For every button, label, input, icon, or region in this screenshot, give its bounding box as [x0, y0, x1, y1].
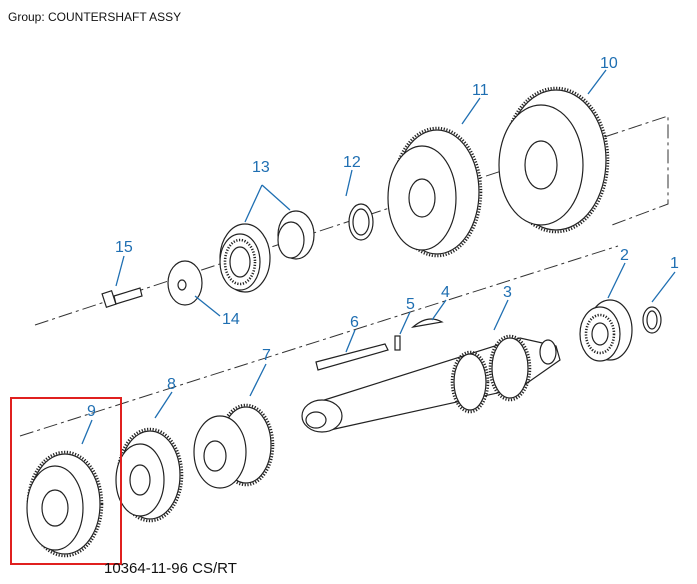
- callout-9[interactable]: 9: [87, 403, 96, 420]
- bolt-15[interactable]: [101, 287, 143, 308]
- bearing-2[interactable]: [579, 299, 633, 362]
- leader-7: [249, 363, 267, 397]
- leader-5: [399, 311, 411, 335]
- callout-14[interactable]: 14: [222, 311, 240, 328]
- leader-6: [345, 329, 356, 353]
- leader-2: [607, 262, 626, 299]
- gear-7[interactable]: [193, 403, 275, 489]
- leader-3: [493, 299, 509, 331]
- callout-3[interactable]: 3: [503, 284, 512, 301]
- countershaft-3[interactable]: [301, 334, 561, 433]
- callout-7[interactable]: 7: [262, 347, 271, 364]
- callout-15[interactable]: 15: [115, 239, 133, 256]
- leader-8: [154, 391, 173, 419]
- leader-1: [651, 271, 676, 303]
- key-4[interactable]: [410, 318, 444, 328]
- leader-10: [587, 69, 607, 95]
- selection-highlight: [10, 397, 122, 565]
- washer-14[interactable]: [167, 260, 203, 306]
- leader-11: [461, 97, 481, 125]
- callout-8[interactable]: 8: [167, 376, 176, 393]
- gear-9[interactable]: [26, 450, 104, 558]
- pin-5[interactable]: [394, 335, 401, 351]
- gear-10[interactable]: [498, 86, 610, 234]
- callout-1[interactable]: 1: [670, 255, 679, 272]
- callout-10[interactable]: 10: [600, 55, 618, 72]
- leader-14: [194, 295, 221, 317]
- callout-6[interactable]: 6: [350, 314, 359, 331]
- snap-ring-1[interactable]: [642, 306, 662, 334]
- leader-12: [345, 169, 353, 197]
- gear-8[interactable]: [115, 427, 184, 523]
- leader-9: [81, 419, 93, 445]
- group-title: Group: COUNTERSHAFT ASSY: [8, 10, 182, 24]
- leader-15: [115, 255, 125, 287]
- leader-4: [431, 299, 447, 321]
- callout-2[interactable]: 2: [620, 247, 629, 264]
- callout-12[interactable]: 12: [343, 154, 361, 171]
- key-6[interactable]: [315, 343, 389, 371]
- gear-11[interactable]: [387, 126, 483, 258]
- bearing-13[interactable]: [219, 210, 315, 293]
- leader-13: [244, 184, 291, 223]
- callout-4[interactable]: 4: [441, 284, 450, 301]
- callout-13[interactable]: 13: [252, 159, 270, 176]
- drawing-reference: 10364-11-96 CS/RT: [104, 560, 237, 577]
- snap-ring-12[interactable]: [348, 203, 374, 241]
- callout-5[interactable]: 5: [406, 296, 415, 313]
- callout-11[interactable]: 11: [472, 82, 489, 99]
- lower-centerline: [19, 245, 619, 437]
